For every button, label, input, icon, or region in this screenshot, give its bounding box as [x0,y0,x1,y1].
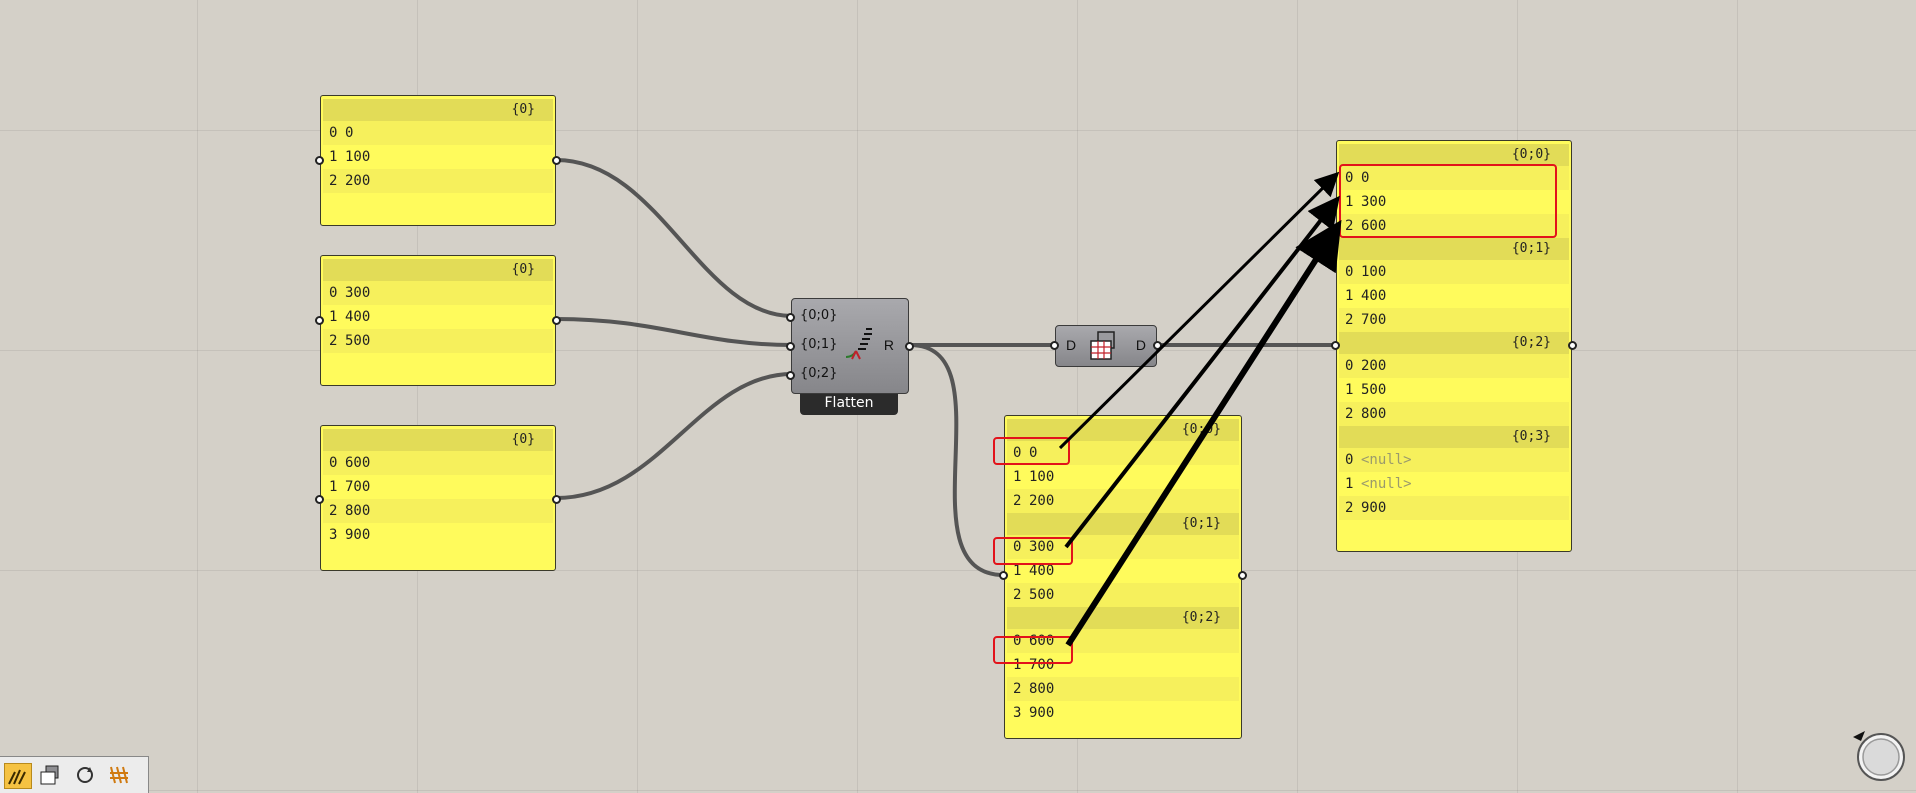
highlight-box [993,437,1070,465]
panel-output-grip[interactable] [1238,571,1247,580]
panel-path: {0;1} [1007,513,1239,535]
panel-input-grip[interactable] [999,571,1008,580]
panel-path: {0;2} [1007,607,1239,629]
flatten-output-grip[interactable] [905,342,914,351]
panel-path: {0;1} [1339,238,1569,260]
highlight-box [993,636,1073,664]
highlight-box [1339,164,1557,238]
flatten-input-grip[interactable] [786,342,795,351]
panel-path: {0;0} [1339,144,1569,166]
panel-output-grip[interactable] [552,495,561,504]
panel-input-grip[interactable] [315,316,324,325]
flip-input-label: D [1066,337,1077,353]
flip-input-grip[interactable] [1050,341,1059,350]
flatten-input-label: {0;1} [800,337,838,352]
preview-icon[interactable] [38,763,66,789]
panel-input-grip[interactable] [1331,341,1340,350]
wire-panel1-to-flatten [555,158,793,318]
wire-flatten-to-merged-panel [909,343,1005,577]
panel-input-grip[interactable] [315,495,324,504]
flip-matrix-icon [1088,330,1122,367]
flatten-input-grip[interactable] [786,371,795,380]
panel-path: {0} [323,99,553,121]
flatten-component[interactable]: {0;0} {0;1} {0;2} R [786,298,914,394]
wire-panel3-to-flatten [555,372,793,500]
grasshopper-icon[interactable] [4,763,32,789]
canvas-toolbar [0,756,149,793]
recompute-icon[interactable] [72,763,100,789]
solver-icon[interactable] [106,763,134,789]
panel-path: {0;2} [1339,332,1569,354]
wire-panel2-to-flatten [555,317,793,347]
flip-matrix-component[interactable]: D D [1050,325,1162,367]
flatten-input-label: {0;2} [800,366,838,381]
flatten-output-label: R [883,337,894,353]
panel-row: 0<null> [1339,448,1569,472]
flip-output-label: D [1135,337,1146,353]
panel-path: {0} [323,259,553,281]
panel-output-grip[interactable] [1568,341,1577,350]
panel-path: {0;3} [1339,426,1569,448]
flatten-name-label: Flatten [800,393,898,415]
flatten-input-grip[interactable] [786,313,795,322]
panel-row: 1<null> [1345,476,1412,492]
panel-output-grip[interactable] [552,156,561,165]
canvas-navigation-widget[interactable] [1851,727,1907,783]
flatten-input-label: {0;0} [800,308,838,323]
flip-output-grip[interactable] [1153,341,1162,350]
panel-path: {0} [323,429,553,451]
highlight-box [993,537,1073,565]
panel-input-grip[interactable] [315,156,324,165]
flatten-icon [842,325,878,366]
panel-output-grip[interactable] [552,316,561,325]
annotation-arrow [1058,171,1340,450]
